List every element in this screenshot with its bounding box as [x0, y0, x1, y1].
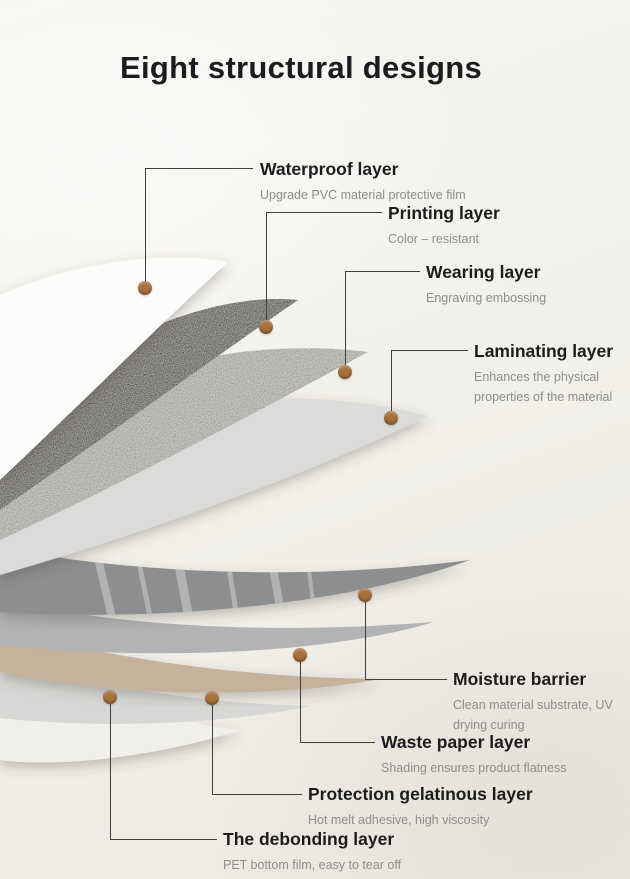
- callout-title: Waterproof layer: [260, 158, 466, 180]
- callout-title: Protection gelatinous layer: [308, 783, 533, 805]
- callout-wearing: Wearing layer Engraving embossing: [426, 261, 546, 308]
- marker-dot-wearing: [338, 365, 352, 379]
- callout-moisture-barrier: Moisture barrier Clean material substrat…: [453, 668, 613, 735]
- callout-desc: Enhances the physical properties of the …: [474, 367, 630, 407]
- callout-protection-gelatinous: Protection gelatinous layer Hot melt adh…: [308, 783, 533, 830]
- callout-title: Waste paper layer: [381, 731, 567, 753]
- marker-dot-waste-paper: [293, 648, 307, 662]
- callout-title: Laminating layer: [474, 340, 630, 362]
- callout-title: Moisture barrier: [453, 668, 613, 690]
- callout-laminating: Laminating layer Enhances the physical p…: [474, 340, 630, 407]
- marker-dot-debonding: [103, 690, 117, 704]
- page-title: Eight structural designs: [120, 50, 482, 86]
- callout-waterproof: Waterproof layer Upgrade PVC material pr…: [260, 158, 466, 205]
- marker-dot-protection-gelatinous: [205, 691, 219, 705]
- callout-desc: PET bottom film, easy to tear off: [223, 855, 401, 875]
- callout-desc: Color – resistant: [388, 229, 500, 249]
- callout-debonding: The debonding layer PET bottom film, eas…: [223, 828, 401, 875]
- marker-dot-waterproof: [138, 281, 152, 295]
- marker-dot-laminating: [384, 411, 398, 425]
- callout-desc: Hot melt adhesive, high viscosity: [308, 810, 533, 830]
- callout-title: Printing layer: [388, 202, 500, 224]
- callout-waste-paper: Waste paper layer Shading ensures produc…: [381, 731, 567, 778]
- callout-desc: Clean material substrate, UV drying curi…: [453, 695, 613, 735]
- callout-printing: Printing layer Color – resistant: [388, 202, 500, 249]
- callout-desc: Shading ensures product flatness: [381, 758, 567, 778]
- marker-dot-printing: [259, 320, 273, 334]
- callout-title: Wearing layer: [426, 261, 546, 283]
- callout-desc: Engraving embossing: [426, 288, 546, 308]
- callout-title: The debonding layer: [223, 828, 401, 850]
- marker-dot-moisture-barrier: [358, 588, 372, 602]
